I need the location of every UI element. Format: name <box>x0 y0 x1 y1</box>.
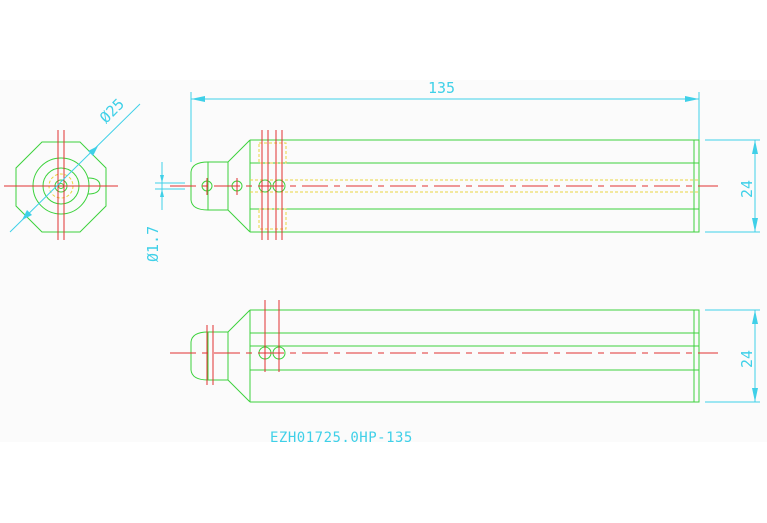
diameter-arrow-lower <box>22 210 32 220</box>
top-taper-lower <box>227 209 251 233</box>
end-view: Ø25 <box>4 95 141 240</box>
top-hidden-slot-1 <box>258 142 287 164</box>
bottom-body-outline <box>250 309 700 403</box>
top-taper-upper <box>227 139 251 163</box>
bottom-tip-outline <box>190 331 209 381</box>
side-view-bottom: 24 <box>170 300 760 403</box>
hole-dim-arrow-bottom <box>160 189 164 197</box>
height-top-arrow-2 <box>752 218 758 232</box>
height-bottom-arrow-2 <box>752 388 758 402</box>
side-view-top: 135 <box>144 79 760 262</box>
height-top-arrow-1 <box>752 140 758 154</box>
diameter-leader-line <box>9 103 141 233</box>
diameter-arrow-upper <box>88 146 98 156</box>
length-arrow-right <box>685 96 699 102</box>
hole-dim-arrow-top <box>160 175 164 183</box>
height-top-label: 24 <box>738 180 756 198</box>
length-label: 135 <box>428 79 455 97</box>
height-bottom-label: 24 <box>738 350 756 368</box>
bottom-taper-lower <box>227 379 251 403</box>
part-number-label: EZH01725.0HP-135 <box>270 430 413 446</box>
diameter-label: Ø25 <box>96 95 128 127</box>
top-hidden-slot-2 <box>258 208 287 230</box>
length-arrow-left <box>191 96 205 102</box>
hole-diameter-label: Ø1.7 <box>144 226 162 262</box>
bottom-taper-upper <box>227 309 251 333</box>
height-bottom-arrow-1 <box>752 310 758 324</box>
